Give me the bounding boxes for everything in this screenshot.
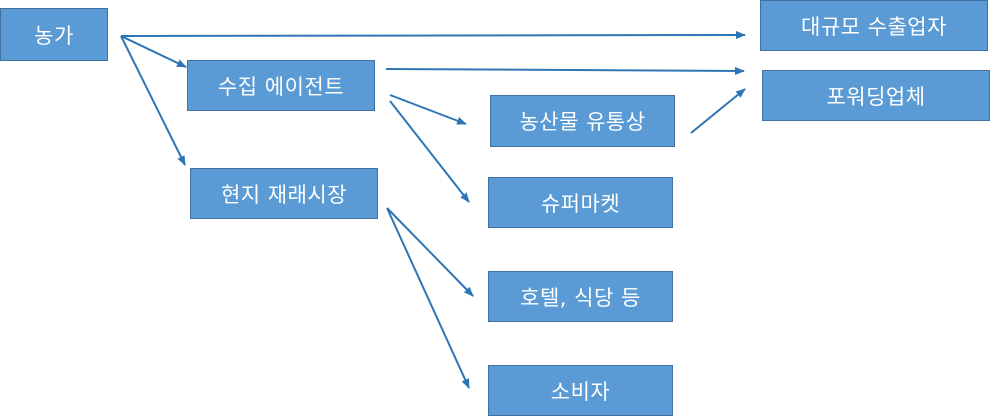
node-large-exporter: 대규모 수출업자 <box>760 0 988 51</box>
arrow-market-to-hotel <box>386 207 474 297</box>
node-packing-company: 포워딩업체 <box>762 70 990 121</box>
node-collection-agent: 수집 에이전트 <box>187 60 375 111</box>
arrow-agent-to-produce-trader <box>389 94 467 125</box>
arrow-market-to-consumer <box>386 207 470 389</box>
arrow-agent-to-packing-company <box>385 66 745 75</box>
node-label: 포워딩업체 <box>826 84 926 109</box>
arrow-farm-to-local-market <box>120 35 186 166</box>
arrow-farm-to-collection-agent <box>120 35 187 68</box>
node-label: 소비자 <box>550 379 611 404</box>
node-label: 현지 재래시장 <box>220 182 348 207</box>
node-consumer: 소비자 <box>488 365 673 416</box>
node-hotel-restaurant: 호텔, 식당 등 <box>488 271 673 322</box>
node-label: 수집 에이전트 <box>217 74 345 99</box>
node-label: 슈퍼마켓 <box>540 191 621 216</box>
node-local-wholesale-market: 현지 재래시장 <box>190 168 378 219</box>
node-label: 농가 <box>34 23 74 48</box>
node-label: 대규모 수출업자 <box>801 14 947 39</box>
node-label: 농산물 유통상 <box>519 110 646 134</box>
node-label: 호텔, 식당 등 <box>520 285 641 310</box>
node-supermarket: 슈퍼마켓 <box>488 177 673 228</box>
node-produce-trader: 농산물 유통상 <box>490 95 675 147</box>
node-farm: 농가 <box>0 8 108 61</box>
arrow-farm-to-large-exporter <box>120 31 746 40</box>
arrow-trader-to-packing-company <box>690 88 746 134</box>
arrow-agent-to-supermarket <box>389 100 470 203</box>
